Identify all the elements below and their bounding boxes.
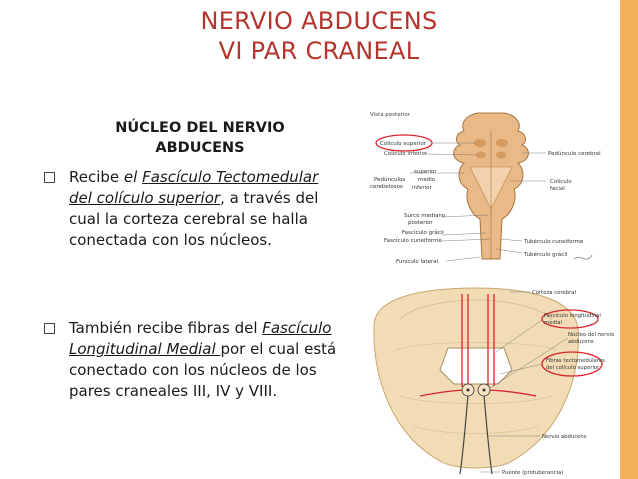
label-superior: superior	[414, 169, 437, 175]
bullet-2: También recibe fibras del Fascículo Long…	[44, 318, 344, 402]
label-fasciculo-cuneiforme: Fascículo cuneiforme	[384, 237, 442, 244]
subheading: NÚCLEO DEL NERVIO ABDUCENS	[80, 118, 320, 158]
view-label: Vista posterior	[370, 112, 411, 118]
label-inferior: inferior	[412, 185, 432, 191]
label-fibras-2: del colículo superior	[546, 364, 600, 371]
bullet-1: Recibe el Fascículo Tectomedular del col…	[44, 167, 344, 251]
bullet-box-icon	[44, 172, 55, 183]
label-tuberculo-cuneiforme: Tubérculo cuneiforme	[523, 238, 584, 245]
label-flm-1: Fascículo longitudinal	[544, 312, 601, 319]
label-flm-2: medial	[544, 320, 562, 326]
brainstem-posterior-figure: Vista posterior Colículo superior Colícu…	[360, 109, 616, 284]
slide-title: NERVIO ABDUCENS VI PAR CRANEAL	[0, 6, 638, 66]
label-puente: Puente (protuberancia)	[502, 470, 563, 476]
label-surco-1: Surco mediano	[404, 213, 446, 219]
label-funiculo-lateral: Funículo lateral	[396, 258, 439, 265]
label-coliculo-inferior: Colículo inferior	[384, 150, 428, 157]
label-fasciculo-gracil: Fascículo grácil	[402, 229, 444, 236]
accent-bar	[620, 0, 638, 479]
label-coliculo-facial-1: Colículo	[550, 178, 572, 185]
label-surco-2: posterior	[408, 220, 433, 226]
label-medio: medio	[418, 177, 436, 183]
label-pedunculos-2: cerebelosos	[370, 184, 403, 190]
abducens-nerve	[459, 395, 493, 475]
label-nucleo-1: Núcleo del nervio	[568, 331, 614, 338]
bullet-2-text: También recibe fibras del Fascículo Long…	[69, 319, 337, 400]
label-pedunculos-1: Pedúnculos	[374, 176, 405, 183]
pons-section-figure: Corteza cerebral Fascículo longitudinal …	[360, 286, 616, 479]
label-fibras-1: Fibras tectomedulares	[546, 358, 605, 364]
label-corteza-cerebral: Corteza cerebral	[532, 290, 576, 296]
label-tuberculo-gracil: Tubérculo grácil	[523, 251, 568, 258]
subheading-line-1: NÚCLEO DEL NERVIO	[115, 120, 285, 136]
signature-mark	[573, 254, 593, 260]
label-pedunculo-cerebral: Pedúnculo cerebral	[548, 150, 601, 157]
label-coliculo-superior: Colículo superior	[380, 140, 427, 147]
subheading-line-2: ABDUCENS	[155, 140, 245, 156]
highlight-circle-icon	[541, 309, 599, 329]
fasciculo-tectomedular-link: Fascículo Tectomedular del colículo supe…	[69, 168, 319, 207]
bullet-box-icon	[44, 323, 55, 334]
fasciculo-longitudinal-link: Fascículo Longitudinal Medial	[69, 319, 332, 358]
label-coliculo-facial-2: facial	[550, 186, 565, 192]
label-nucleo-2: abducens	[568, 339, 594, 345]
label-nervio-abducens: Nervio abducens	[542, 434, 587, 440]
title-line-2: VI PAR CRANEAL	[218, 37, 420, 65]
title-line-1: NERVIO ABDUCENS	[200, 7, 438, 35]
bullet-1-text: Recibe el Fascículo Tectomedular del col…	[69, 168, 319, 249]
